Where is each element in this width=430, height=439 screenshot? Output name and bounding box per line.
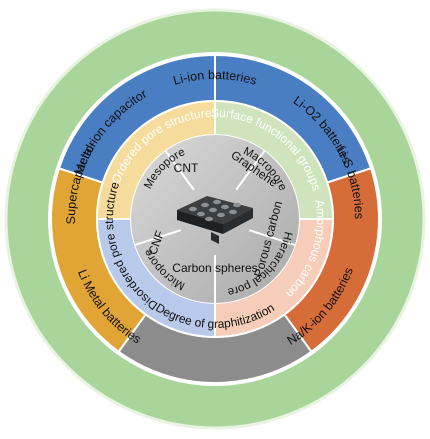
material-label: CNT bbox=[174, 161, 199, 175]
material-divider bbox=[134, 229, 182, 246]
application-label: Li-ion batteries bbox=[172, 68, 259, 88]
material-divider bbox=[248, 229, 296, 246]
material-divider bbox=[235, 150, 266, 191]
material-divider bbox=[164, 150, 195, 191]
material-label: Carbon spheres bbox=[172, 261, 257, 275]
porous-carbon-framework-icon bbox=[177, 196, 253, 244]
